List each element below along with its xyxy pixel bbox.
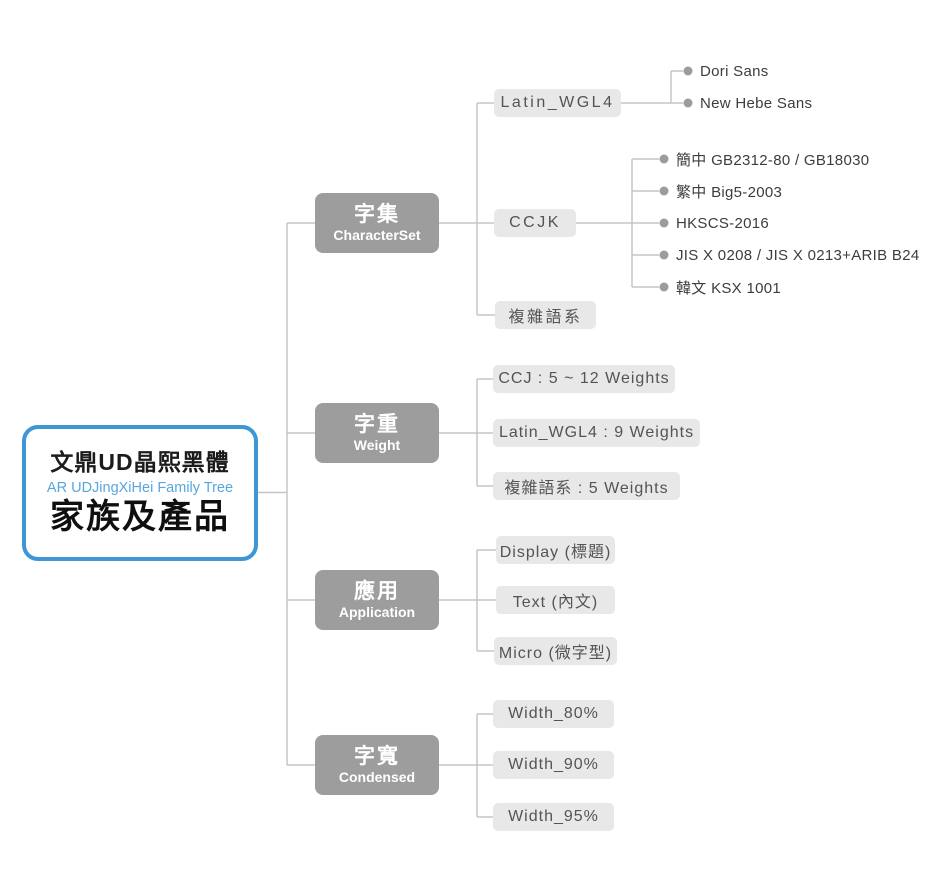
leaf-bullet-icon	[659, 186, 669, 196]
leaf-bullets	[659, 66, 693, 292]
branch-weight-label-en: Weight	[353, 436, 401, 453]
leaf-bullet-icon	[683, 98, 693, 108]
leaf-bullet-icon	[659, 154, 669, 164]
leaf-hkscs-2016: HKSCS-2016	[676, 214, 770, 232]
leaf-bullet-icon	[659, 282, 669, 292]
node-complex-weights: 複雜語系 : 5 Weights	[493, 472, 680, 500]
root-heading: 家族及產品	[50, 498, 230, 537]
leaf-gb2312-gb18030: 簡中 GB2312-80 / GB18030	[676, 151, 870, 169]
branch-application-label-en: Application	[338, 603, 416, 620]
tree-edges	[258, 70, 683, 818]
branch-condensed-label-zh: 字寬	[354, 744, 400, 768]
branch-characterset-label-en: CharacterSet	[333, 226, 421, 243]
node-latin-wgl4: Latin_WGL4	[494, 89, 621, 117]
leaf-dori-sans: Dori Sans	[700, 62, 769, 80]
branch-condensed: 字寬 Condensed	[315, 735, 439, 795]
node-width-95: Width_95%	[493, 803, 614, 831]
leaf-bullet-icon	[659, 218, 669, 228]
node-complex-scripts: 複雜語系	[495, 301, 596, 329]
root-node: 文鼎UD晶熙黑體 AR UDJingXiHei Family Tree 家族及產…	[22, 425, 258, 561]
branch-application: 應用 Application	[315, 570, 439, 630]
branch-characterset-label-zh: 字集	[354, 202, 400, 226]
node-display: Display (標題)	[496, 536, 615, 564]
branch-weight: 字重 Weight	[315, 403, 439, 463]
node-latin-weights: Latin_WGL4 : 9 Weights	[493, 419, 700, 447]
root-subtitle: AR UDJingXiHei Family Tree	[46, 480, 234, 497]
leaf-jis-x-0208: JIS X 0208 / JIS X 0213+ARIB B24	[676, 246, 920, 264]
branch-condensed-label-en: Condensed	[338, 768, 416, 785]
node-width-90: Width_90%	[493, 751, 614, 779]
root-title: 文鼎UD晶熙黑體	[50, 449, 230, 475]
node-micro: Micro (微字型)	[494, 637, 617, 665]
node-width-80: Width_80%	[493, 700, 614, 728]
leaf-big5-2003: 繁中 Big5-2003	[676, 183, 783, 201]
node-ccjk: CCJK	[494, 209, 576, 237]
leaf-ksx-1001: 韓文 KSX 1001	[676, 279, 782, 297]
node-text: Text (內文)	[496, 586, 615, 614]
leaf-bullet-icon	[683, 66, 693, 76]
branch-application-label-zh: 應用	[354, 579, 400, 603]
node-ccj-weights: CCJ : 5 ~ 12 Weights	[493, 365, 675, 393]
branch-weight-label-zh: 字重	[354, 412, 400, 436]
branch-characterset: 字集 CharacterSet	[315, 193, 439, 253]
leaf-bullet-icon	[659, 250, 669, 260]
leaf-new-hebe-sans: New Hebe Sans	[700, 94, 813, 112]
